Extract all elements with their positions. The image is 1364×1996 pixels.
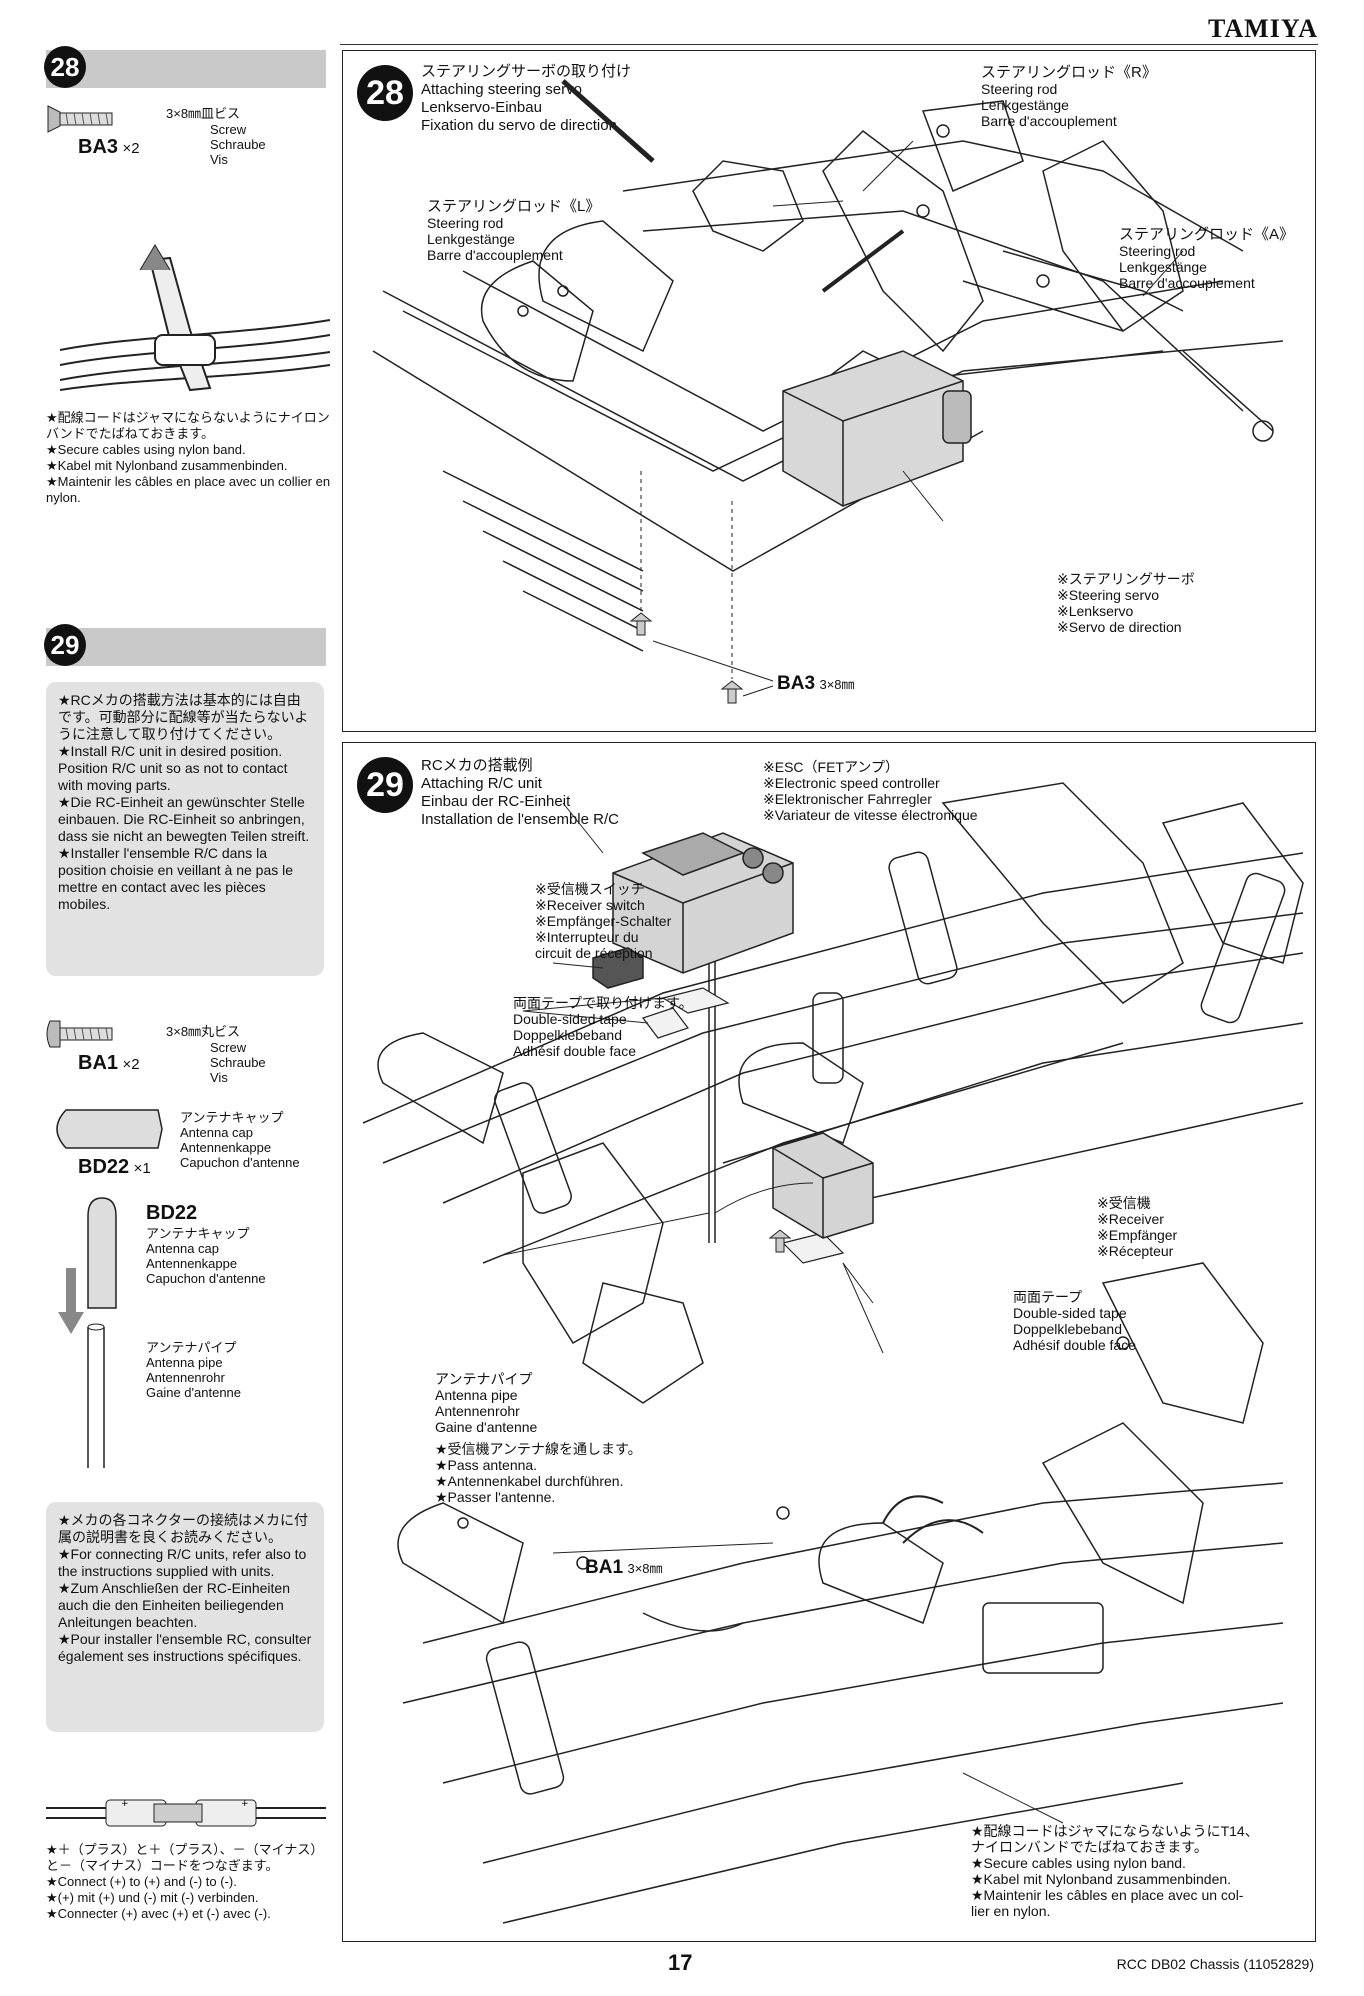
antenna-pipe-label: アンテナパイプ Antenna pipe Antennenrohr Gaine … (435, 1371, 538, 1435)
step29-panel: 29 RCメカの搭載例 Attaching R/C unit Einbau de… (342, 742, 1316, 1942)
step29-badge: 29 (357, 757, 413, 813)
double-sided-tape-label: 両面テープで取り付けます。 Double-sided tape Doppelkl… (513, 995, 693, 1059)
step28-number: 28 (44, 46, 86, 88)
bd22-label: BD22 ×1 (78, 1156, 151, 1178)
receiver-switch-label: ※受信機スイッチ ※Receiver switch ※Empfänger-Sch… (535, 881, 672, 961)
connector-note: ★メカの各コネクターの接続はメカに付属の説明書を良くお読みください。 ★For … (46, 1502, 324, 1732)
antenna-pipe-icon (87, 1323, 105, 1468)
down-arrow-icon (58, 1268, 84, 1334)
ba3-names: Screw Schraube Vis (210, 122, 266, 167)
brand-logo: TAMIYA (1207, 14, 1318, 43)
ba1-spec: 3×8㎜丸ビス (166, 1024, 241, 1039)
step29-number: 29 (44, 624, 86, 666)
svg-text:+: + (121, 1799, 129, 1809)
esc-label: ※ESC（FETアンプ） ※Electronic speed controlle… (763, 759, 978, 823)
polarity-note: ★＋（プラス）と＋（プラス）、－（マイナス）と－（マイナス）コードをつなぎます。… (46, 1842, 324, 1921)
ba3-spec: 3×8㎜皿ビス (166, 106, 241, 121)
step28-cable-note: ★配線コードはジャマにならないようにナイロンバンドでたばねておきます。 ★Sec… (46, 410, 331, 505)
receiver-label: ※受信機 ※Receiver ※Empfänger ※Récepteur (1097, 1195, 1178, 1259)
bd22-detail-code: BD22 (146, 1202, 198, 1224)
pass-antenna-note: ★受信機アンテナ線を通します。 ★Pass antenna. ★Antennen… (435, 1441, 642, 1505)
ba3-label: BA3 ×2 (78, 136, 140, 158)
step28-title: ステアリングサーボの取り付け Attaching steering servo … (421, 63, 632, 134)
steering-servo-label: ※ステアリングサーボ ※Steering servo ※Lenkservo ※S… (1057, 571, 1195, 635)
bd22-detail-names: アンテナキャップ Antenna cap Antennenkappe Capuc… (146, 1226, 266, 1286)
nylon-band-illustration (60, 244, 330, 392)
steering-rod-l-label: ステアリングロッド《L》 Steering rod Lenkgestänge B… (427, 198, 601, 264)
round-head-screw-icon (46, 1020, 113, 1048)
steering-servo-chassis-drawing (372, 79, 1284, 704)
countersunk-screw-icon (47, 105, 113, 133)
antenna-cap-icon (56, 1109, 163, 1149)
rc-unit-chassis-drawing (362, 782, 1304, 1924)
ba1-label: BA1 ×2 (78, 1052, 140, 1074)
step29-bar: 29 (44, 624, 326, 666)
step28-panel: 28 ステアリングサーボの取り付け Attaching steering ser… (342, 50, 1316, 732)
steering-rod-r-label: ステアリングロッド《R》 Steering rod Lenkgestänge B… (981, 64, 1157, 130)
step28-screw-callout: BA3 3×8㎜ (777, 673, 855, 694)
svg-text:+: + (241, 1799, 249, 1809)
bd22-names: アンテナキャップ Antenna cap Antennenkappe Capuc… (180, 1110, 300, 1170)
step29-cable-note: ★配線コードはジャマにならないようにT14、 ナイロンバンドでたばねておきます。… (971, 1823, 1259, 1919)
pipe-names: アンテナパイプ Antenna pipe Antennenrohr Gaine … (146, 1340, 242, 1400)
steering-rod-a-label: ステアリングロッド《A》 Steering rod Lenkgestänge B… (1119, 226, 1295, 292)
step29-screw-callout: BA1 3×8㎜ (585, 1557, 663, 1578)
page-number: 17 (668, 1950, 693, 1975)
antenna-cap-detail (87, 1197, 117, 1309)
step29-title: RCメカの搭載例 Attaching R/C unit Einbau der R… (421, 757, 619, 828)
receiver-tape-label: 両面テープ Double-sided tape Doppelklebeband … (1013, 1289, 1136, 1353)
connector-illustration: + + (46, 1799, 326, 1827)
model-name: RCC DB02 Chassis (11052829) (1116, 1956, 1314, 1972)
step29-install-note: ★RCメカの搭載方法は基本的には自由です。可動部分に配線等が当たらないように注意… (46, 682, 324, 976)
header-rule (340, 44, 1318, 45)
ba1-names: Screw Schraube Vis (210, 1040, 266, 1085)
step28-bar: 28 (44, 46, 326, 88)
step28-badge: 28 (357, 65, 413, 121)
